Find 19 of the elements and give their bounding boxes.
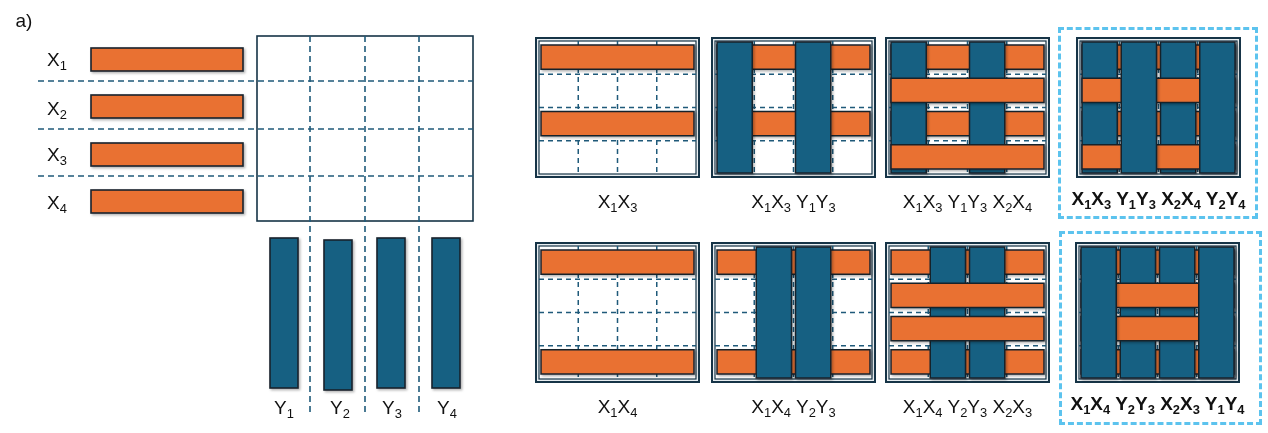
highlight-frame	[1058, 27, 1258, 219]
panel-caption: X$_{1}$X$_{3}$ Y$_{1}$Y$_{3}$ X$_{2}$X$_{4}$ Y$_{2}$Y$_{4}$	[1071, 188, 1246, 210]
panel-caption: X$_{1}$X$_{4}$ Y$_{2}$Y$_{3}$	[751, 396, 836, 418]
panel-caption: X$_{1}$X$_{4}$ Y$_{2}$Y$_{3}$ X$_{2}$X$_{3}$	[902, 396, 1033, 418]
strand-label: Y$_{3}$	[382, 397, 402, 419]
strand-label: Y$_{2}$	[330, 397, 350, 419]
strand-label: X$_{1}$	[47, 49, 67, 71]
strand-label: Y$_{4}$	[437, 397, 457, 419]
panel-caption: X$_{1}$X$_{4}$	[597, 396, 638, 418]
strand-label: X$_{3}$	[47, 144, 67, 166]
figure-label: a)	[15, 10, 33, 32]
panel-caption: X$_{1}$X$_{3}$	[597, 191, 638, 213]
panel-caption: X$_{1}$X$_{3}$ Y$_{1}$Y$_{3}$	[751, 191, 836, 213]
panel-caption: X$_{1}$X$_{3}$ Y$_{1}$Y$_{3}$ X$_{2}$X$_{4}$	[902, 191, 1033, 213]
strand-label: Y$_{1}$	[274, 397, 294, 419]
strand-label: X$_{2}$	[47, 98, 67, 120]
panel-caption: X$_{1}$X$_{4}$ Y$_{2}$Y$_{3}$ X$_{2}$X$_{3}$ Y$_{1}$Y$_{4}$	[1070, 393, 1245, 415]
strand-label: X$_{4}$	[47, 192, 67, 214]
highlight-frame	[1059, 231, 1262, 425]
